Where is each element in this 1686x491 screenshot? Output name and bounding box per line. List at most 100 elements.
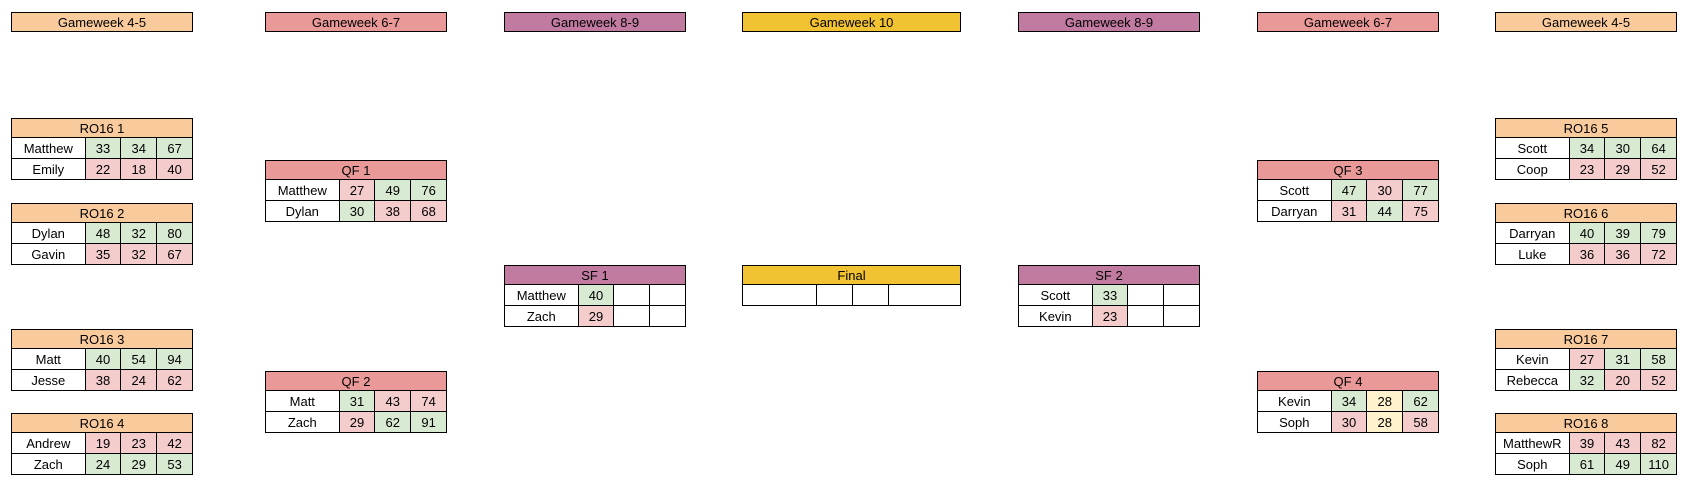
player-row: Rebecca 32 20 52 — [1495, 369, 1677, 391]
score-gw1: 32 — [1568, 369, 1606, 391]
score-gw1: 33 — [84, 137, 122, 159]
player-name: Kevin — [1495, 348, 1570, 370]
player-row: Soph 61 49 110 — [1495, 453, 1677, 475]
match-ro16-8: RO16 8 MatthewR 39 43 82 Soph 61 49 110 — [1495, 413, 1677, 475]
player-row: Jesse 38 24 62 — [11, 369, 193, 391]
score-total: 75 — [1402, 200, 1439, 222]
score-total: 58 — [1402, 411, 1439, 433]
score-gw1: 23 — [1568, 158, 1606, 180]
player-row: Matt 31 43 74 — [265, 390, 447, 412]
match-sf-2: SF 2 Scott 33 Kevin 23 — [1018, 265, 1200, 327]
score-gw1: 34 — [1330, 390, 1368, 412]
gameweek-header-final: Gameweek 10 — [742, 12, 961, 32]
score-gw2: 34 — [120, 137, 158, 159]
score-gw2: 30 — [1604, 137, 1642, 159]
player-name: Dylan — [11, 222, 86, 244]
score-gw1: 31 — [1330, 200, 1368, 222]
match-qf-4: QF 4 Kevin 34 28 62 Soph 30 28 58 — [1257, 371, 1439, 433]
score-total: 80 — [156, 222, 193, 244]
score-gw2: 36 — [1604, 243, 1642, 265]
score-total: 67 — [156, 137, 193, 159]
match-ro16-1: RO16 1 Matthew 33 34 67 Emily 22 18 40 — [11, 118, 193, 180]
score-total: 79 — [1640, 222, 1677, 244]
score-gw2 — [1127, 305, 1165, 327]
score-gw1: 36 — [1568, 243, 1606, 265]
final-score-1 — [816, 284, 853, 306]
score-total — [1163, 305, 1200, 327]
player-name: Dylan — [265, 200, 340, 222]
player-name: Kevin — [1257, 390, 1332, 412]
score-gw2: 29 — [120, 453, 158, 475]
score-gw2: 24 — [120, 369, 158, 391]
match-ro16-7: RO16 7 Kevin 27 31 58 Rebecca 32 20 52 — [1495, 329, 1677, 391]
score-gw1: 29 — [577, 305, 615, 327]
player-name: Matt — [11, 348, 86, 370]
player-name: Matt — [265, 390, 340, 412]
score-total: 40 — [156, 158, 193, 180]
score-gw2: 38 — [374, 200, 412, 222]
score-gw2: 29 — [1604, 158, 1642, 180]
score-total: 94 — [156, 348, 193, 370]
player-name: Zach — [11, 453, 86, 475]
player-name: Matthew — [504, 284, 579, 306]
match-qf-2: QF 2 Matt 31 43 74 Zach 29 62 91 — [265, 371, 447, 433]
match-final: Final — [742, 265, 961, 306]
player-name: Darryan — [1257, 200, 1332, 222]
score-total: 42 — [156, 432, 193, 454]
player-name: Rebecca — [1495, 369, 1570, 391]
score-gw2: 54 — [120, 348, 158, 370]
match-ro16-6: RO16 6 Darryan 40 39 79 Luke 36 36 72 — [1495, 203, 1677, 265]
match-qf-1: QF 1 Matthew 27 49 76 Dylan 30 38 68 — [265, 160, 447, 222]
score-total: 68 — [410, 200, 447, 222]
match-title: RO16 3 — [11, 329, 193, 349]
player-name: Jesse — [11, 369, 86, 391]
score-gw2 — [1127, 284, 1165, 306]
player-row: Kevin 23 — [1018, 305, 1200, 327]
match-qf-3: QF 3 Scott 47 30 77 Darryan 31 44 75 — [1257, 160, 1439, 222]
player-name: Soph — [1257, 411, 1332, 433]
score-gw1: 39 — [1568, 432, 1606, 454]
score-gw1: 27 — [1568, 348, 1606, 370]
score-gw2: 44 — [1366, 200, 1404, 222]
score-gw1: 30 — [1330, 411, 1368, 433]
score-gw2: 49 — [1604, 453, 1642, 475]
score-gw2: 49 — [374, 179, 412, 201]
score-total — [649, 284, 686, 306]
score-gw2 — [613, 305, 651, 327]
score-gw2: 28 — [1366, 390, 1404, 412]
player-name: Matthew — [11, 137, 86, 159]
score-gw1: 38 — [84, 369, 122, 391]
score-total: 67 — [156, 243, 193, 265]
score-total — [649, 305, 686, 327]
match-ro16-2: RO16 2 Dylan 48 32 80 Gavin 35 32 67 — [11, 203, 193, 265]
score-total: 91 — [410, 411, 447, 433]
player-name: MatthewR — [1495, 432, 1570, 454]
match-title: RO16 6 — [1495, 203, 1677, 223]
score-total: 52 — [1640, 369, 1677, 391]
score-total: 62 — [156, 369, 193, 391]
match-title: RO16 8 — [1495, 413, 1677, 433]
final-player-1 — [742, 284, 817, 306]
player-row: MatthewR 39 43 82 — [1495, 432, 1677, 454]
player-row: Kevin 27 31 58 — [1495, 348, 1677, 370]
player-name: Scott — [1257, 179, 1332, 201]
score-gw1: 22 — [84, 158, 122, 180]
gameweek-header-right-2: Gameweek 6-7 — [1257, 12, 1439, 32]
player-row: Matthew 40 — [504, 284, 686, 306]
player-row: Dylan 30 38 68 — [265, 200, 447, 222]
score-gw1: 47 — [1330, 179, 1368, 201]
player-row: Kevin 34 28 62 — [1257, 390, 1439, 412]
match-title: RO16 5 — [1495, 118, 1677, 138]
match-title: SF 1 — [504, 265, 686, 285]
score-gw2: 32 — [120, 222, 158, 244]
player-row: Darryan 40 39 79 — [1495, 222, 1677, 244]
match-title: QF 1 — [265, 160, 447, 180]
score-gw1: 40 — [1568, 222, 1606, 244]
gameweek-header-right-1: Gameweek 4-5 — [1495, 12, 1677, 32]
match-title: RO16 4 — [11, 413, 193, 433]
score-gw1: 35 — [84, 243, 122, 265]
score-gw1: 61 — [1568, 453, 1606, 475]
score-gw2: 43 — [374, 390, 412, 412]
player-row: Darryan 31 44 75 — [1257, 200, 1439, 222]
match-title: Final — [742, 265, 961, 285]
